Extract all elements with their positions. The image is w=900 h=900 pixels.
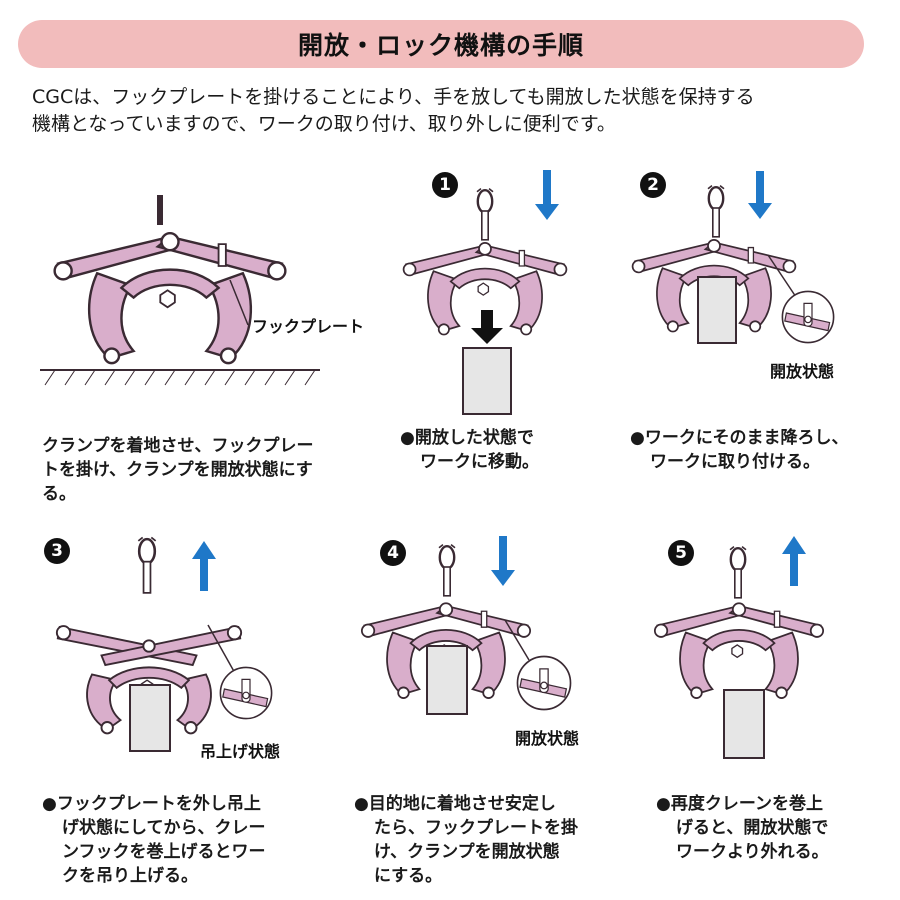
step-2-figure: 開放状態 [631, 171, 835, 381]
work-piece [129, 684, 171, 752]
page-title: 開放・ロック機構の手順 [297, 31, 584, 60]
up-arrow-icon [192, 541, 216, 591]
clamp-on-ground-figure: フックプレート [40, 195, 364, 386]
work-piece [697, 276, 737, 344]
intro-line: CGCは、フックプレートを掛けることにより、手を放しても開放した状態を保持する [32, 86, 755, 108]
lift-state-label: 吊上げ状態 [200, 742, 280, 761]
open-state-label: 開放状態 [770, 362, 834, 381]
title-banner: 開放・ロック機構の手順 [18, 20, 864, 68]
down-arrow-icon [535, 170, 559, 220]
step-4-figure: 開放状態 [360, 536, 579, 748]
step-3-figure: 吊上げ状態 [55, 535, 280, 761]
intro-text: CGCは、フックプレートを掛けることにより、手を放しても開放した状態を保持する … [32, 84, 872, 138]
work-piece [426, 645, 468, 715]
step-0-caption: クランプを着地させ、フックプレー トを掛け、クランプを開放状態にす る。 [42, 436, 314, 504]
step-1-caption: ●開放した状態で ワークに移動。 [400, 428, 539, 472]
down-arrow-icon [491, 536, 515, 586]
step-4-marker: 4 [380, 540, 406, 566]
step-5-caption: ●再度クレーンを巻上 げると、開放状態で ワークより外れる。 [656, 794, 829, 862]
down-arrow-black-icon [471, 310, 503, 344]
step-5-marker: 5 [668, 540, 694, 566]
intro-line: 機構となっていますので、ワークの取り付け、取り外しに便利です。 [32, 113, 616, 135]
up-arrow-icon [782, 536, 806, 586]
step-1-figure [402, 170, 568, 415]
open-state-label: 開放状態 [515, 729, 579, 748]
work-piece [462, 347, 512, 415]
work-piece [723, 689, 765, 759]
step-3-marker: 3 [44, 538, 70, 564]
step-2-caption: ●ワークにそのまま降ろし、 ワークに取り付ける。 [630, 428, 849, 472]
step-3-caption: ●フックプレートを外し吊上 げ状態にしてから、クレー ンフックを巻上げるとワー … [42, 794, 266, 886]
hook-plate-label: フックプレート [252, 317, 364, 336]
step-2-marker: 2 [640, 172, 666, 198]
down-arrow-icon [748, 171, 772, 219]
step-5-figure [653, 536, 825, 759]
step-1-marker: 1 [432, 172, 458, 198]
step-4-caption: ●目的地に着地させ安定し たら、フックプレートを掛 け、クランプを開放状態 にす… [354, 794, 578, 886]
